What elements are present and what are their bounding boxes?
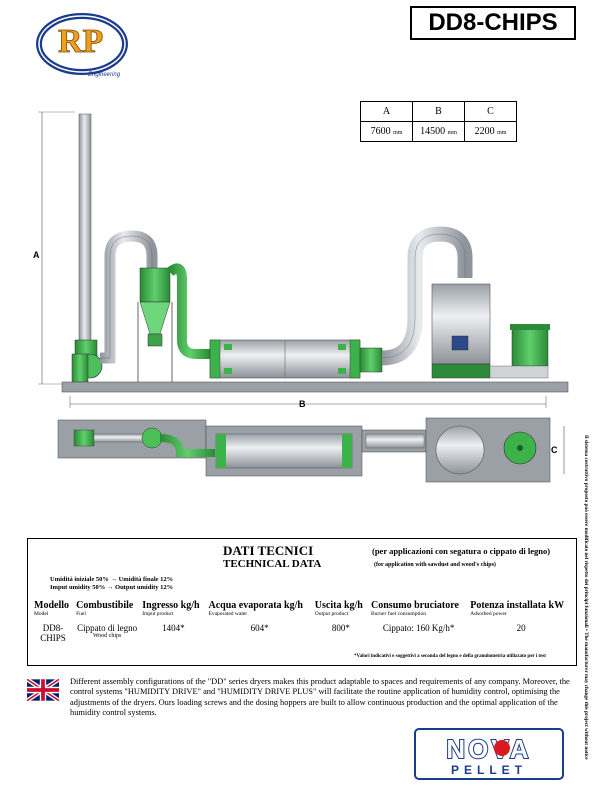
humidity-en: Imput umidity 50% → Output umidity 12% bbox=[50, 584, 174, 591]
tech-title-it: DATI TECNICI bbox=[223, 543, 314, 558]
tech-title-en: TECHNICAL DATA bbox=[223, 558, 322, 570]
side-disclaimer-text: Il sistema costruttivo proposto può esse… bbox=[583, 435, 589, 760]
base-frame bbox=[61, 381, 569, 393]
cell-model: DD8-CHIPS bbox=[40, 623, 66, 643]
tech-note-en: (for application with sawdust and wood's… bbox=[374, 562, 496, 568]
cell-input: 1404* bbox=[162, 623, 185, 633]
footnote: *Valori indicativi e soggettivi a second… bbox=[354, 654, 546, 659]
humidity-info: Umidità iniziale 50% → Umidità finale 12… bbox=[50, 576, 173, 592]
dim-label-b: B bbox=[299, 399, 306, 409]
cell-output: 800* bbox=[331, 623, 350, 633]
dim-a-value: 7600 mm bbox=[360, 121, 413, 142]
dimensions-table: A B C 7600 mm 14500 mm 2200 mm bbox=[360, 101, 517, 142]
furnace bbox=[431, 283, 491, 379]
dim-c-value: 2200 mm bbox=[464, 121, 517, 142]
dimension-c-line: C bbox=[551, 426, 565, 474]
model-title: DD8-CHIPS bbox=[410, 6, 576, 40]
dimension-a-line: A bbox=[33, 111, 75, 385]
plan-view bbox=[57, 417, 551, 483]
nova-pellet-logo: NOVA PELLET bbox=[414, 728, 564, 780]
dimension-b-line: B bbox=[69, 396, 547, 409]
pellet-word: PELLET bbox=[451, 763, 527, 777]
uk-flag-icon bbox=[27, 679, 59, 701]
dim-label-c: C bbox=[551, 445, 558, 455]
cyclone bbox=[137, 267, 173, 384]
chimney bbox=[78, 113, 92, 351]
rp-engineering-logo: RP Engineering bbox=[36, 13, 128, 78]
side-disclaimer: Il sistema costruttivo proposto può esse… bbox=[583, 435, 595, 760]
logo-subtitle: Engineering bbox=[88, 72, 121, 78]
cell-power: 20 bbox=[516, 623, 526, 633]
humidity-it: Umidità iniziale 50% → Umidità finale 12… bbox=[50, 576, 174, 583]
tech-note-it: (per applicazioni con segatura o cippato… bbox=[372, 546, 551, 556]
description-text: Different assembly configurations of the… bbox=[70, 677, 570, 717]
burner-hopper bbox=[489, 324, 550, 379]
cell-burner: Cippato: 160 Kg/h* bbox=[382, 623, 455, 633]
dim-label-a: A bbox=[33, 250, 40, 260]
rotary-drum bbox=[209, 339, 361, 379]
logo-initials: RP bbox=[58, 23, 103, 60]
dryer-drawing: A bbox=[33, 111, 569, 483]
nova-word: NOVA bbox=[446, 734, 531, 764]
dim-b-value: 14500 mm bbox=[412, 121, 465, 142]
flame-icon bbox=[494, 740, 510, 756]
technical-data-box: DATI TECNICI TECHNICAL DATA (per applica… bbox=[27, 538, 577, 666]
cell-evaporated: 604* bbox=[250, 623, 269, 633]
